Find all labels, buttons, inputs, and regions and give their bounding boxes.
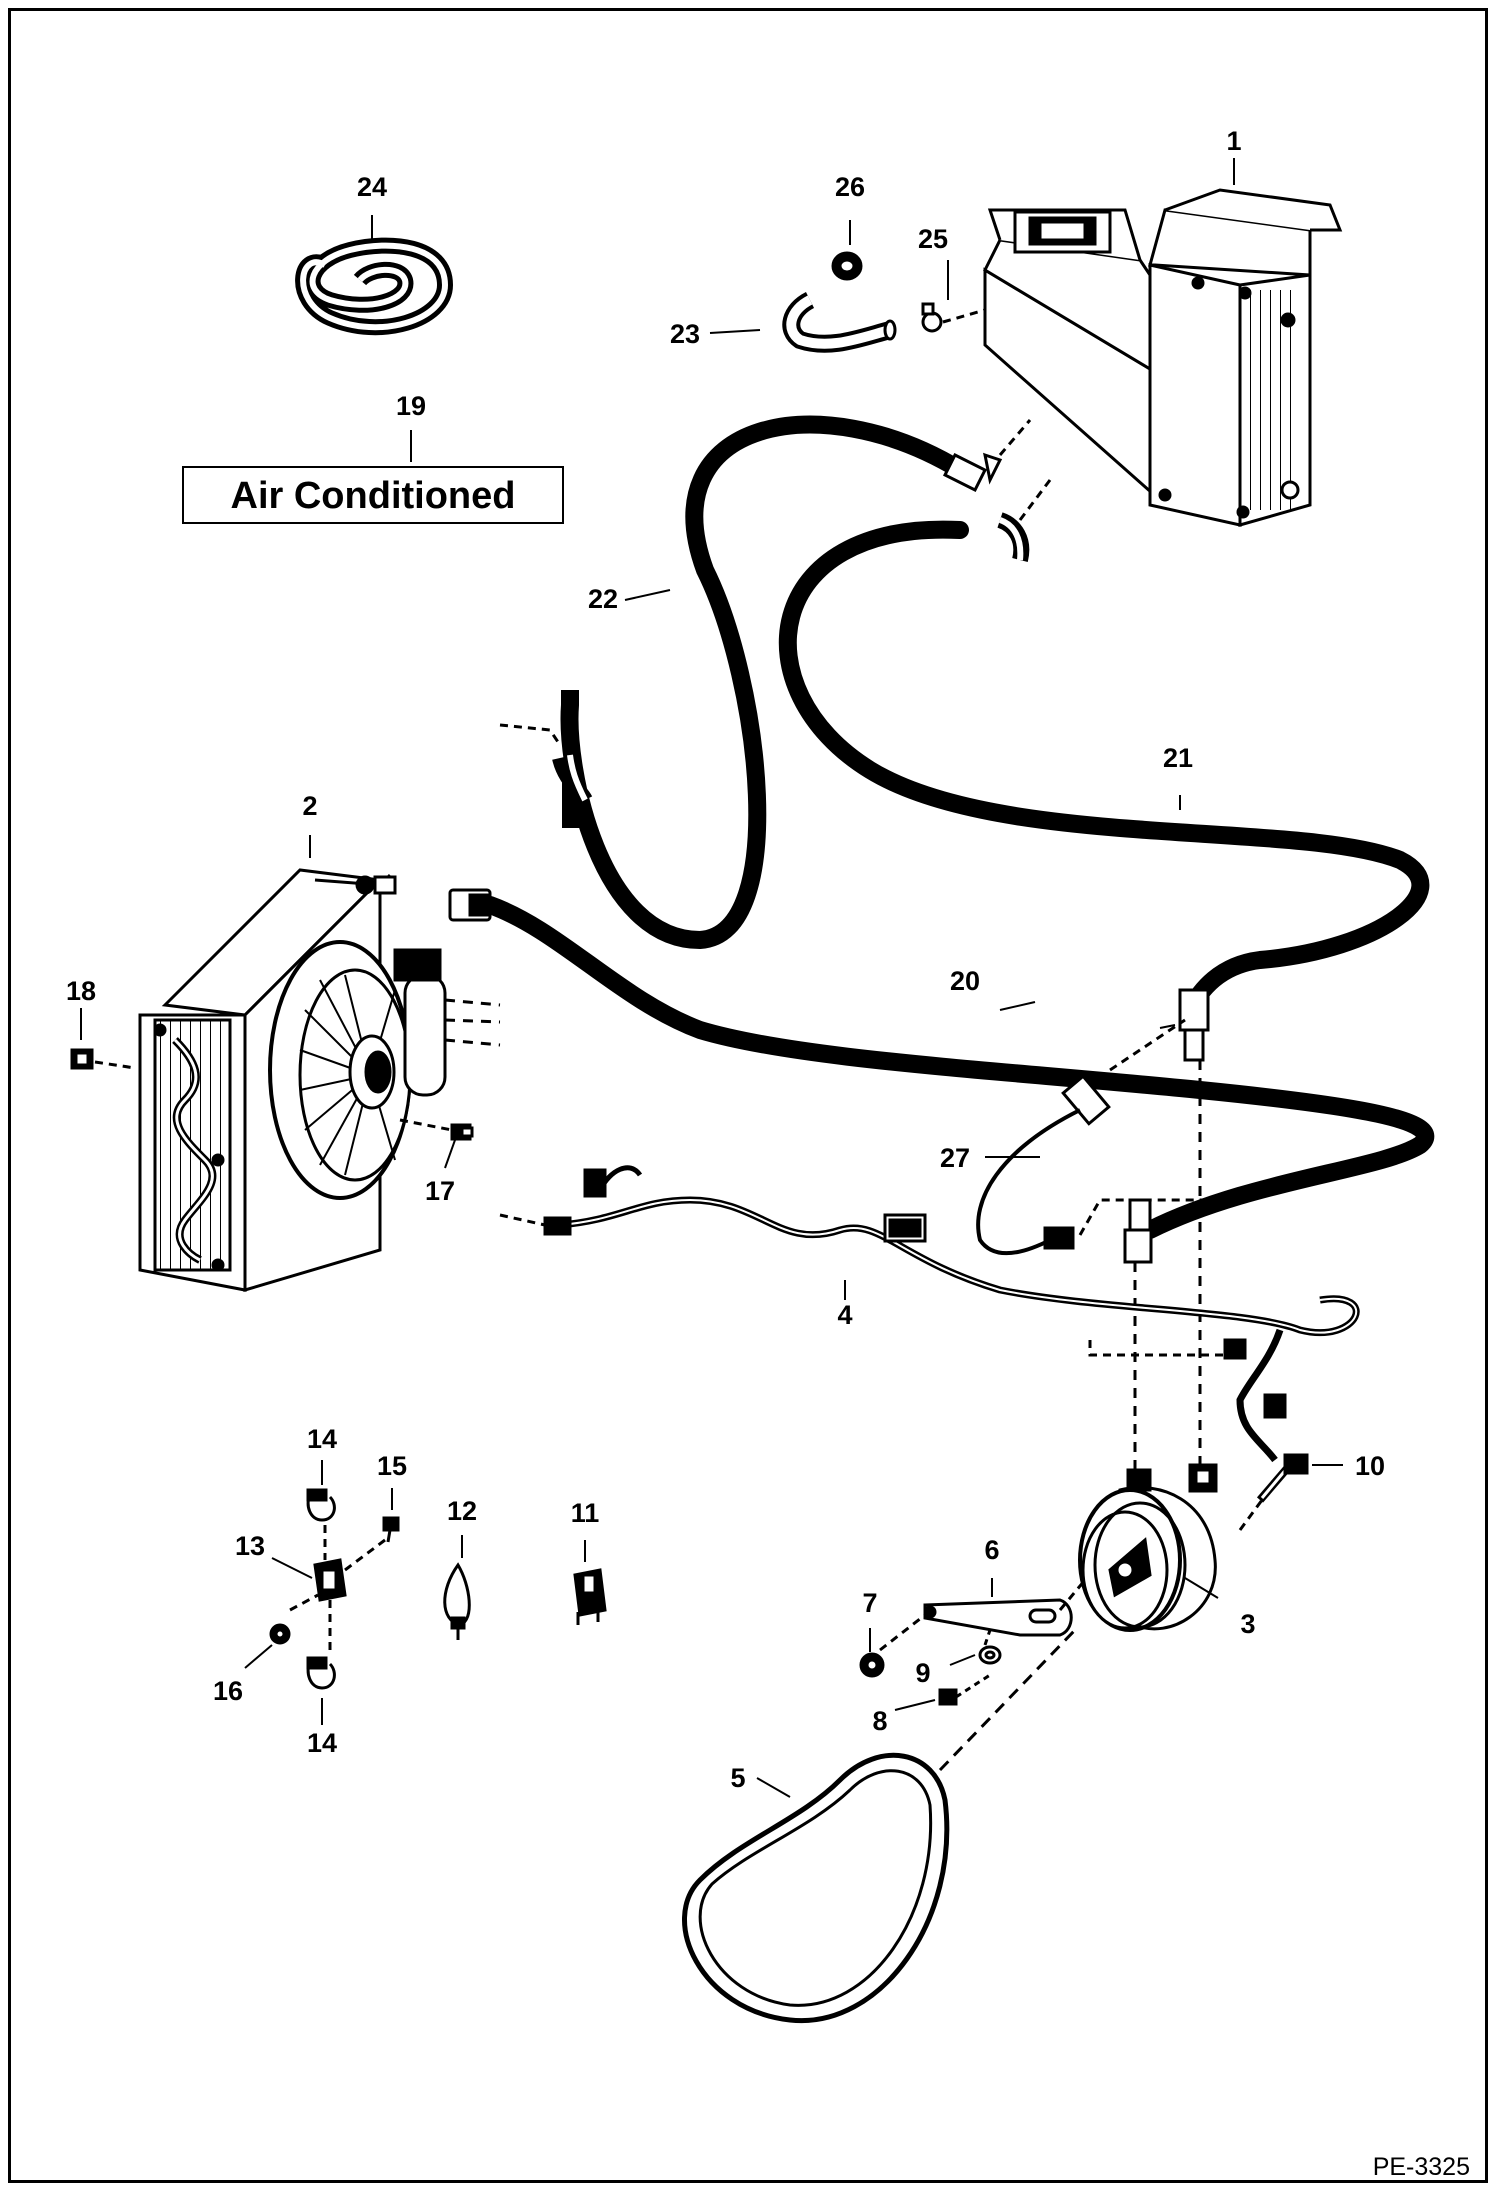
callout-27: 27 bbox=[940, 1143, 970, 1173]
clamp-part-25 bbox=[921, 302, 986, 333]
nut-part-18 bbox=[70, 1048, 136, 1070]
callout-14-upper: 14 bbox=[307, 1424, 337, 1454]
screw-part-15 bbox=[382, 1516, 400, 1543]
pressure-switch-part-27 bbox=[976, 1018, 1230, 1256]
callout-8: 8 bbox=[872, 1706, 887, 1736]
hose-part-20 bbox=[481, 896, 1435, 1239]
clip-part-14-lower bbox=[306, 1656, 336, 1690]
clip-part-14-upper bbox=[306, 1488, 336, 1522]
callout-11: 11 bbox=[571, 1498, 600, 1528]
callout-1: 1 bbox=[1226, 126, 1241, 156]
bracket-part-13 bbox=[289, 1525, 386, 1655]
bolt-part-8 bbox=[938, 1673, 991, 1706]
callout-18: 18 bbox=[66, 976, 96, 1006]
hose-fitting-21-top bbox=[996, 479, 1052, 562]
callout-4: 4 bbox=[837, 1300, 852, 1330]
bracket-part-6 bbox=[879, 1579, 1087, 1652]
hose-fitting-20-compressor bbox=[1123, 1198, 1153, 1470]
callout-23: 23 bbox=[670, 319, 700, 349]
hose-part-22 bbox=[560, 415, 969, 950]
evaporator-box-part-1 bbox=[983, 188, 1343, 527]
callout-20: 20 bbox=[950, 966, 980, 996]
hose-fitting-22-lower bbox=[499, 723, 593, 805]
callout-25: 25 bbox=[918, 224, 948, 254]
compressor-part-3 bbox=[1078, 1463, 1218, 1632]
callout-7: 7 bbox=[862, 1588, 877, 1618]
decal-text: Air Conditioned bbox=[231, 475, 516, 517]
wiring-harness-part-4 bbox=[559, 1165, 1360, 1463]
leader-lines bbox=[80, 158, 1343, 1798]
callout-17: 17 bbox=[425, 1176, 455, 1206]
hose-fitting-20-condenser bbox=[448, 888, 492, 922]
condenser-fan bbox=[268, 940, 412, 1200]
callout-6: 6 bbox=[984, 1535, 999, 1565]
rocker-switch-part-11 bbox=[573, 1568, 607, 1625]
callout-5: 5 bbox=[730, 1763, 745, 1793]
decal-part-19: Air Conditioned bbox=[182, 466, 564, 524]
callout-22: 22 bbox=[588, 584, 618, 614]
callout-3: 3 bbox=[1240, 1609, 1255, 1639]
callout-21: 21 bbox=[1163, 743, 1193, 773]
callout-14-lower: 14 bbox=[307, 1728, 337, 1758]
callout-26: 26 bbox=[835, 172, 865, 202]
callout-10: 10 bbox=[1355, 1451, 1385, 1481]
callout-24: 24 bbox=[357, 172, 387, 202]
callout-16: 16 bbox=[213, 1676, 243, 1706]
callout-12: 12 bbox=[447, 1496, 477, 1526]
cable-tie-part-12 bbox=[443, 1562, 471, 1640]
callout-2: 2 bbox=[302, 791, 317, 821]
bolt-part-17 bbox=[399, 1118, 474, 1141]
nut-part-16 bbox=[269, 1623, 291, 1645]
hose-part-21 bbox=[778, 520, 1430, 1019]
washer-part-9 bbox=[978, 1629, 1002, 1665]
receiver-drier bbox=[314, 873, 501, 1097]
callout-9: 9 bbox=[915, 1658, 930, 1688]
hose-fitting-22-top bbox=[942, 419, 1032, 493]
drawing-number: PE-3325 bbox=[1373, 2153, 1470, 2181]
coiled-hose-part-24 bbox=[295, 237, 454, 336]
callout-labels: 1 2 3 4 5 6 7 8 9 10 11 12 13 14 14 15 1… bbox=[66, 126, 1385, 1793]
bolt-part-10 bbox=[1238, 1453, 1309, 1531]
callout-19: 19 bbox=[396, 391, 426, 421]
grommet-part-26 bbox=[831, 251, 863, 281]
harness-connectors bbox=[499, 1168, 1287, 1419]
drain-hose-part-23 bbox=[782, 291, 897, 353]
bolt-part-7 bbox=[859, 1652, 885, 1678]
callout-15: 15 bbox=[377, 1451, 407, 1481]
hose-fitting-21-lower bbox=[1178, 988, 1210, 1470]
callout-13: 13 bbox=[235, 1531, 265, 1561]
drive-belt-part-5 bbox=[682, 1628, 1077, 2024]
